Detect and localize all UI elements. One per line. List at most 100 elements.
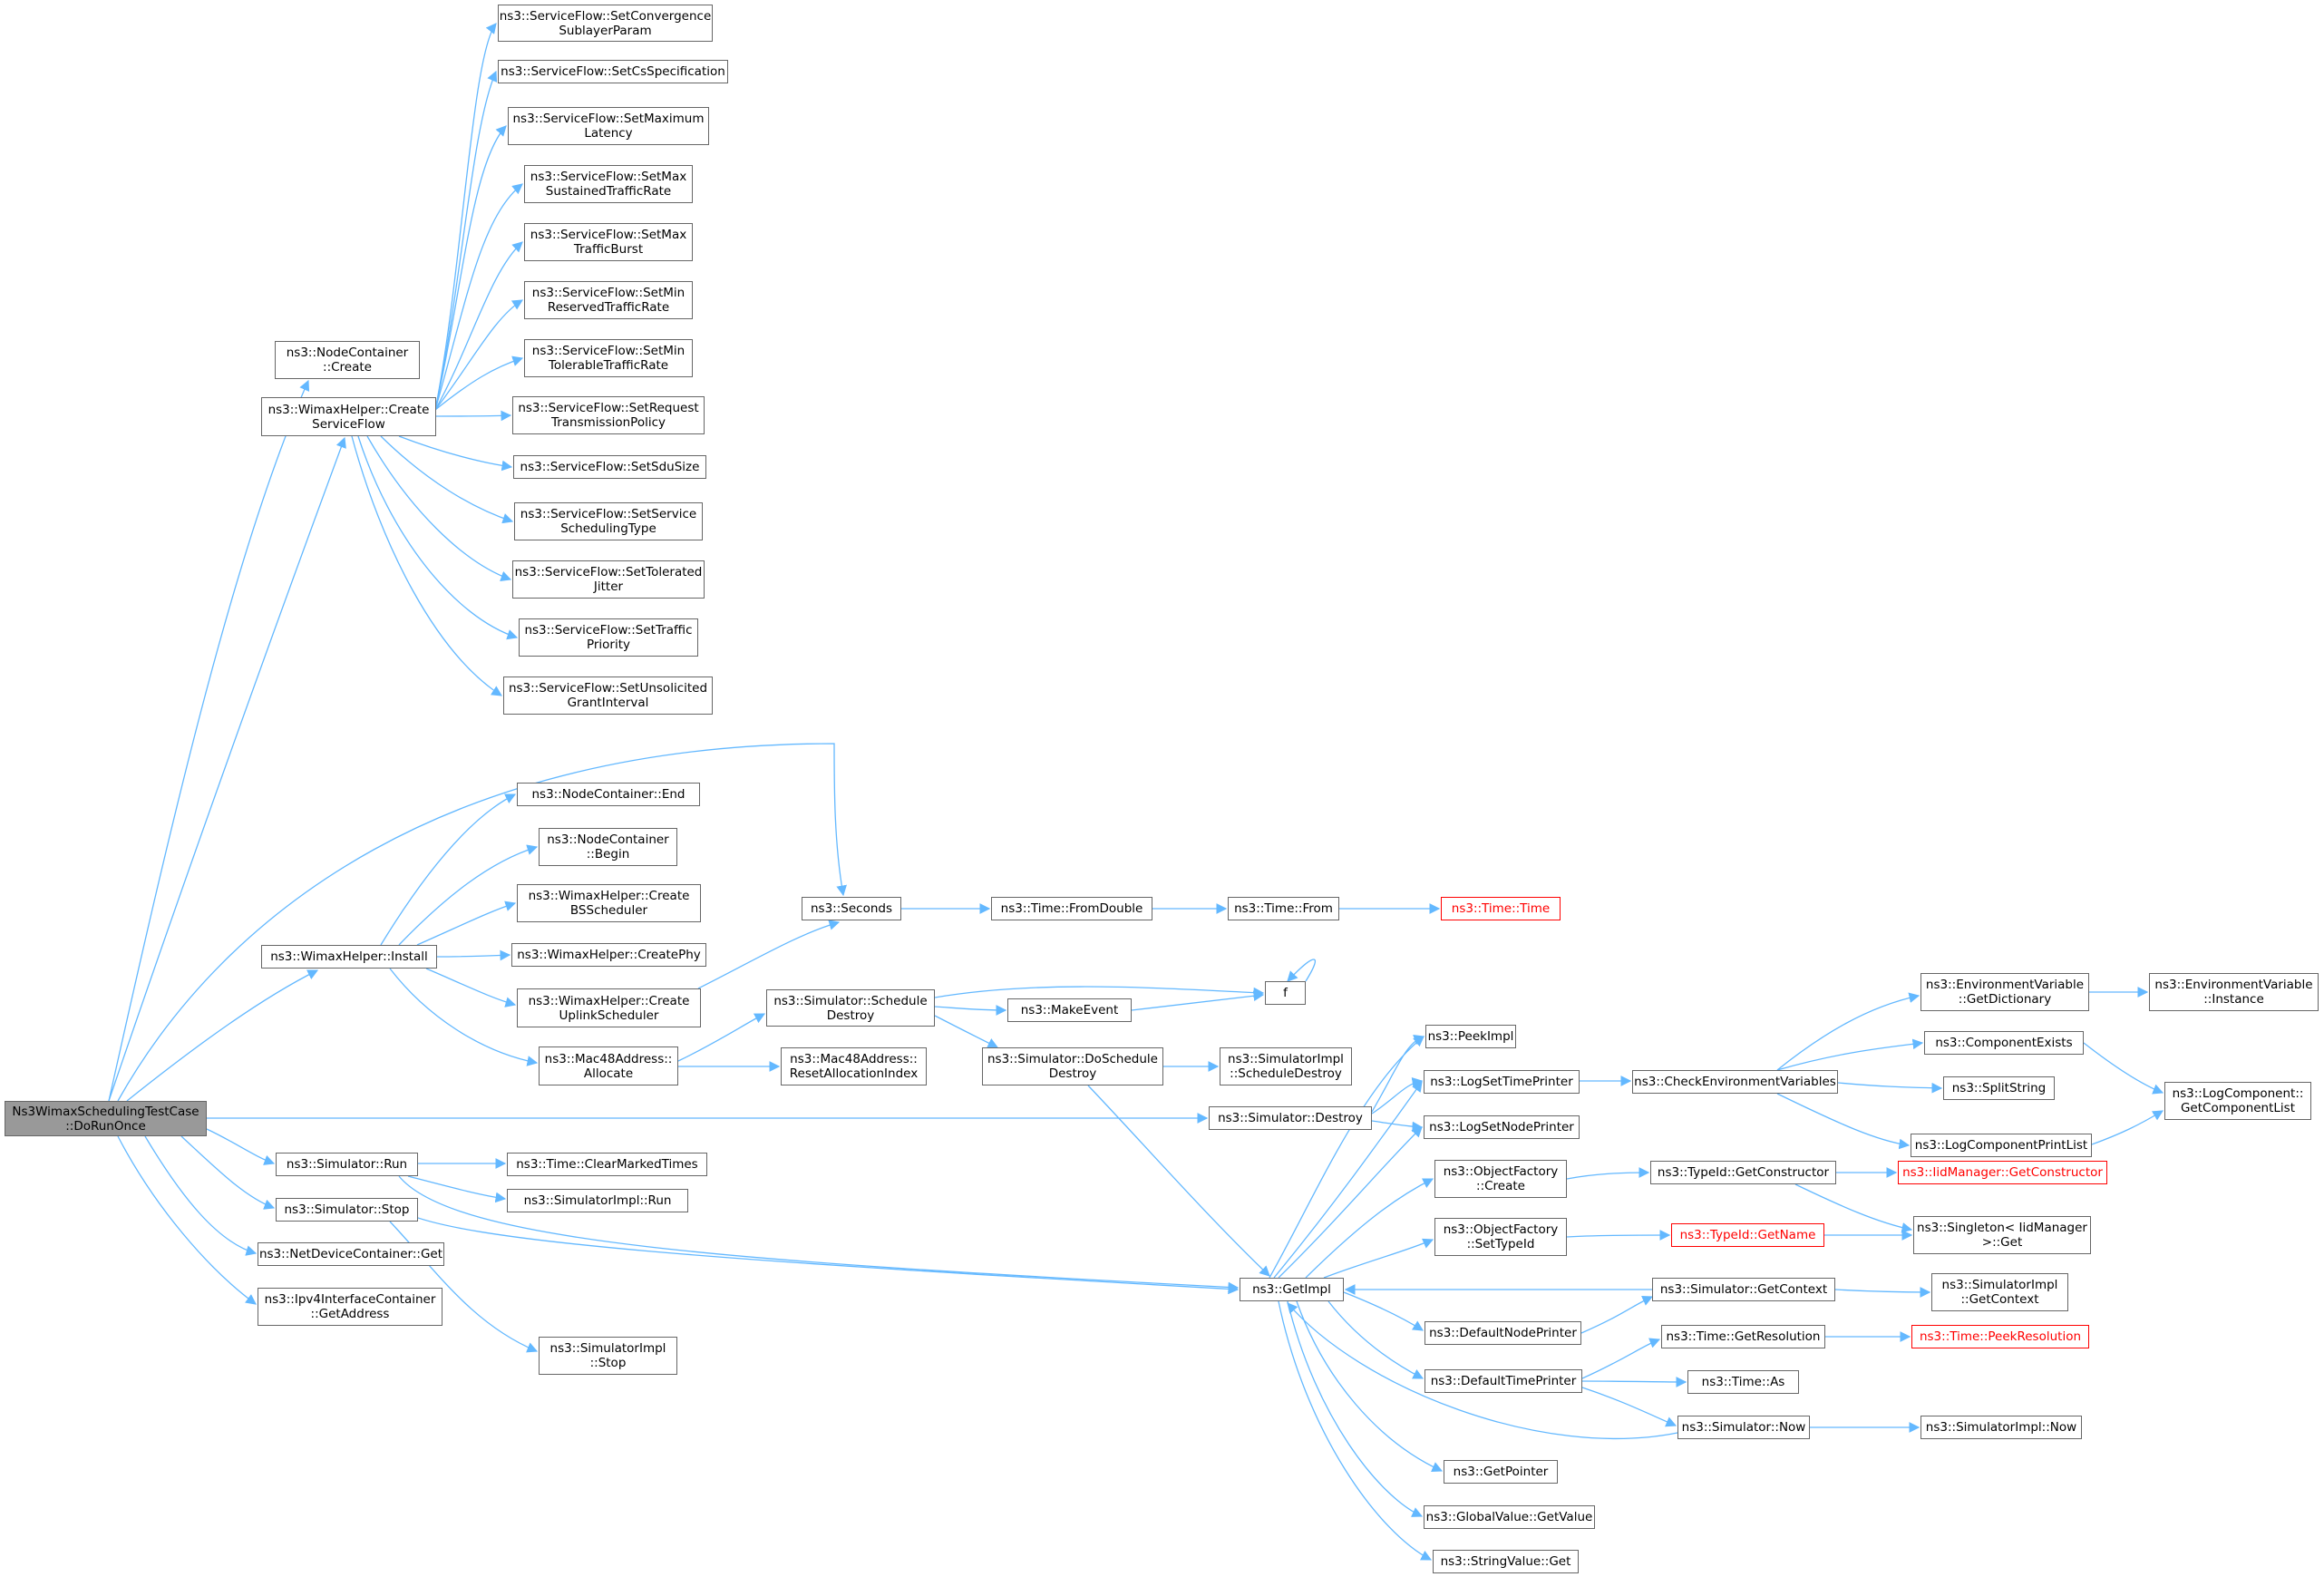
node-wimaxhelper-createphy[interactable]: ns3::WimaxHelper::CreatePhy [511,943,706,967]
node-label: ::Instance [2203,992,2264,1007]
node-setsdusize[interactable]: ns3::ServiceFlow::SetSduSize [513,455,706,479]
node-iidmanager-getconstructor[interactable]: ns3::IidManager::GetConstructor [1898,1161,2107,1184]
node-logcomponent-getcomponentlist[interactable]: ns3::LogComponent::GetComponentList [2164,1082,2311,1120]
node-time-as[interactable]: ns3::Time::As [1687,1370,1799,1394]
node-nodecontainer-create[interactable]: ns3::NodeContainer::Create [275,341,420,379]
node-wimaxhelper-install[interactable]: ns3::WimaxHelper::Install [261,945,437,969]
node-simulatorimpl-scheduledestroy[interactable]: ns3::SimulatorImpl::ScheduleDestroy [1220,1047,1352,1085]
node-label: ns3::Simulator::Schedule [773,993,928,1008]
node-time-clearmarkedtimes[interactable]: ns3::Time::ClearMarkedTimes [507,1153,707,1176]
node-simulatorimpl-now[interactable]: ns3::SimulatorImpl::Now [1920,1416,2082,1439]
call-edge [1327,1300,1425,1379]
node-typeid-getname[interactable]: ns3::TypeId::GetName [1671,1223,1824,1247]
node-splitstring[interactable]: ns3::SplitString [1943,1076,2055,1100]
call-edge [398,1175,1240,1293]
node-defaulttimeprinter[interactable]: ns3::DefaultTimePrinter [1425,1369,1582,1393]
call-edge [1287,959,1316,982]
node-singleton-get[interactable]: ns3::Singleton< IidManager>::Get [1913,1216,2091,1254]
node-peekimpl[interactable]: ns3::PeekImpl [1425,1025,1516,1048]
node-label: ServiceFlow [312,416,385,432]
node-typeid-getconstructor[interactable]: ns3::TypeId::GetConstructor [1650,1161,1836,1184]
node-simulator-now[interactable]: ns3::Simulator::Now [1677,1416,1810,1439]
node-ipv4interfacecontainer-getaddress[interactable]: ns3::Ipv4InterfaceContainer::GetAddress [258,1288,442,1326]
node-label: ::Begin [586,847,630,862]
node-label: ns3::IidManager::GetConstructor [1902,1165,2103,1180]
node-label: ::DoRunOnce [65,1118,146,1134]
call-edge [1273,1081,1423,1279]
call-edge [407,1175,507,1203]
node-nodecontainer-end[interactable]: ns3::NodeContainer::End [517,783,700,806]
node-f[interactable]: f [1265,981,1306,1005]
node-label: ns3::ComponentExists [1935,1036,2073,1050]
node-environmentvariable-instance[interactable]: ns3::EnvironmentVariable::Instance [2149,973,2319,1011]
node-logsetnodeprinter[interactable]: ns3::LogSetNodePrinter [1424,1115,1580,1139]
node-label: ::ScheduleDestroy [1230,1066,1342,1081]
node-mac48address-resetallocationindex[interactable]: ns3::Mac48Address::ResetAllocationIndex [781,1047,927,1085]
node-label: ns3::Time::From [1234,901,1333,916]
node-label: Destroy [826,1008,875,1023]
node-checkenvironmentvariables[interactable]: ns3::CheckEnvironmentVariables [1632,1070,1838,1094]
node-objectfactory-create[interactable]: ns3::ObjectFactory::Create [1434,1160,1567,1198]
call-edge [1131,990,1265,1011]
node-time-peekresolution[interactable]: ns3::Time::PeekResolution [1911,1325,2089,1348]
node-simulator-destroy[interactable]: ns3::Simulator::Destroy [1209,1106,1372,1130]
call-edge [1278,1300,1433,1561]
node-label: ns3::LogSetNodePrinter [1429,1120,1574,1134]
node-logsettimeprinter[interactable]: ns3::LogSetTimePrinter [1424,1070,1580,1094]
node-label: ns3::Simulator::GetContext [1659,1282,1828,1297]
node-simulatorimpl-stop[interactable]: ns3::SimulatorImpl::Stop [539,1337,677,1375]
node-label: ns3::ServiceFlow::SetConvergence [499,8,712,24]
node-label: ns3::TypeId::GetName [1679,1228,1816,1242]
node-makeevent[interactable]: ns3::MakeEvent [1007,998,1132,1022]
node-time-fromdouble[interactable]: ns3::Time::FromDouble [991,897,1152,920]
node-netdevicecontainer-get[interactable]: ns3::NetDeviceContainer::Get [258,1242,444,1266]
node-getpointer[interactable]: ns3::GetPointer [1444,1460,1558,1484]
node-mac48address-allocate[interactable]: ns3::Mac48Address::Allocate [539,1046,678,1085]
node-nodecontainer-begin[interactable]: ns3::NodeContainer::Begin [539,828,677,866]
node-label: UplinkScheduler [559,1008,659,1023]
node-time-getresolution[interactable]: ns3::Time::GetResolution [1661,1325,1825,1348]
node-label: Ns3WimaxSchedulingTestCase [12,1104,199,1119]
node-stringvalue-get[interactable]: ns3::StringValue::Get [1433,1550,1579,1573]
call-edge [1776,992,1920,1071]
node-label: ns3::ServiceFlow::SetMin [531,344,686,358]
node-label: ns3::ServiceFlow::SetTolerated [514,565,703,579]
node-simulator-stop[interactable]: ns3::Simulator::Stop [276,1198,418,1222]
node-time-time[interactable]: ns3::Time::Time [1441,897,1561,920]
node-simulator-getcontext[interactable]: ns3::Simulator::GetContext [1652,1278,1835,1301]
node-simulatorimpl-run[interactable]: ns3::SimulatorImpl::Run [507,1189,688,1212]
call-edge [1834,1287,1931,1298]
node-globalvalue-getvalue[interactable]: ns3::GlobalValue::GetValue [1424,1505,1595,1529]
call-edge [934,1005,1007,1016]
node-componentexists[interactable]: ns3::ComponentExists [1924,1031,2084,1055]
node-label: ns3::NetDeviceContainer::Get [258,1247,443,1261]
node-getimpl[interactable]: ns3::GetImpl [1240,1278,1344,1301]
node-time-from[interactable]: ns3::Time::From [1228,897,1339,920]
node-simulatorimpl-getcontext[interactable]: ns3::SimulatorImpl::GetContext [1931,1273,2068,1311]
node-environmentvariable-getdictionary[interactable]: ns3::EnvironmentVariable::GetDictionary [1920,973,2089,1011]
node-seconds[interactable]: ns3::Seconds [802,897,901,920]
node-setcsspecification[interactable]: ns3::ServiceFlow::SetCsSpecification [498,60,728,83]
node-label: ::Stop [589,1356,627,1370]
node-objectfactory-settypeid[interactable]: ns3::ObjectFactory::SetTypeId [1434,1218,1567,1256]
node-label: ::Create [1476,1179,1525,1193]
node-simulator-run[interactable]: ns3::Simulator::Run [276,1153,418,1176]
node-logcomponentprintlist[interactable]: ns3::LogComponentPrintList [1911,1134,2092,1157]
node-defaultnodeprinter[interactable]: ns3::DefaultNodePrinter [1425,1321,1581,1345]
